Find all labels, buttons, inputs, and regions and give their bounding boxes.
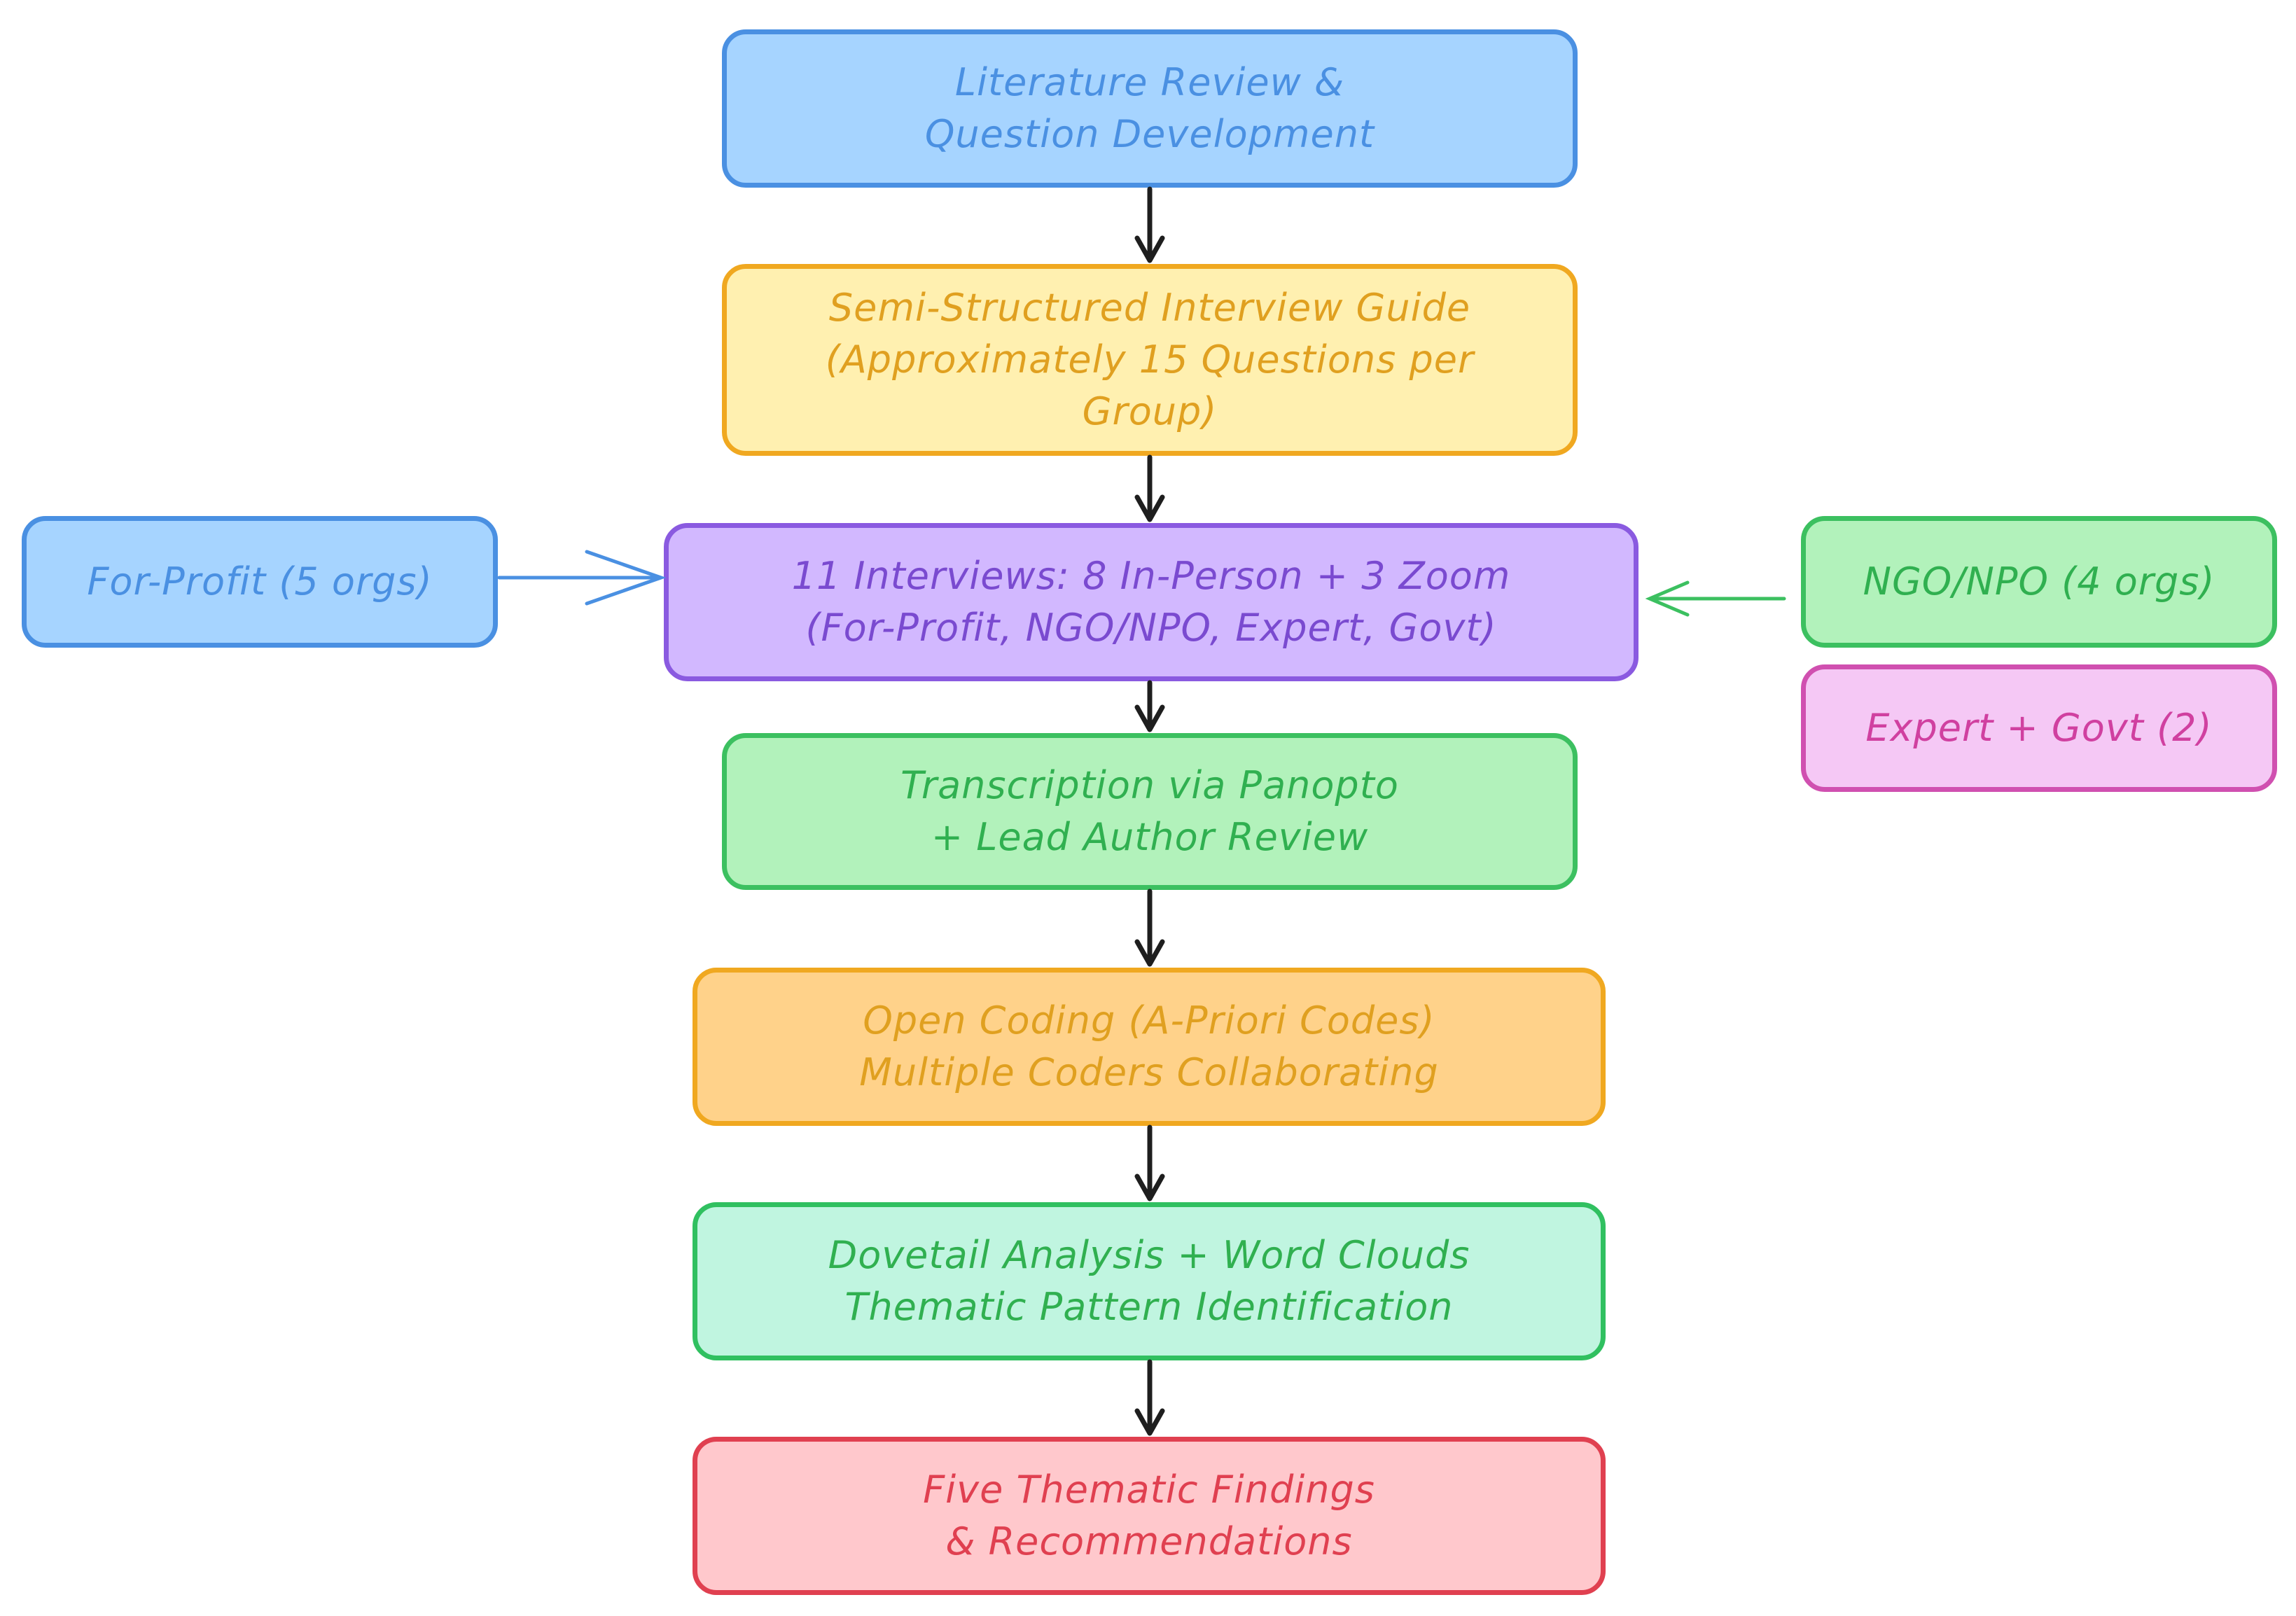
for-profit-node: For-Profit (5 orgs) (22, 516, 498, 648)
arrow-ngo-to-interviews (1645, 580, 1786, 617)
ngo-npo-node: NGO/NPO (4 orgs) (1801, 516, 2277, 648)
arrow-guide-to-interviews (1134, 454, 1165, 522)
arrow-literature-to-guide (1134, 186, 1165, 263)
expert-govt-node: Expert + Govt (2) (1801, 664, 2277, 792)
open-coding-node: Open Coding (A-Priori Codes) Multiple Co… (693, 968, 1606, 1126)
arrow-coding-to-dovetail (1134, 1124, 1165, 1201)
literature-review-node: Literature Review & Question Development (722, 29, 1578, 188)
literature-review-label: Literature Review & Question Development (924, 60, 1375, 156)
ngo-npo-label: NGO/NPO (4 orgs) (1863, 559, 2215, 604)
transcription-node: Transcription via Panopto + Lead Author … (722, 733, 1578, 890)
findings-label: Five Thematic Findings & Recommendations (923, 1468, 1375, 1563)
transcription-label: Transcription via Panopto + Lead Author … (900, 763, 1399, 859)
for-profit-label: For-Profit (5 orgs) (87, 559, 433, 604)
arrow-interviews-to-transcription (1134, 680, 1165, 732)
main-arrows (1134, 186, 1165, 1436)
interview-guide-label: Semi-Structured Interview Guide (Approxi… (825, 286, 1475, 433)
expert-govt-label: Expert + Govt (2) (1865, 706, 2213, 750)
dovetail-analysis-label: Dovetail Analysis + Word Clouds Thematic… (828, 1233, 1470, 1329)
open-coding-label: Open Coding (A-Priori Codes) Multiple Co… (859, 998, 1439, 1094)
arrow-transcription-to-coding (1134, 889, 1165, 967)
dovetail-analysis-node: Dovetail Analysis + Word Clouds Thematic… (693, 1202, 1606, 1360)
interview-guide-node: Semi-Structured Interview Guide (Approxi… (722, 264, 1578, 456)
arrow-for-profit-to-interviews (497, 550, 667, 606)
interviews-label: 11 Interviews: 8 In-Person + 3 Zoom (For… (791, 554, 1511, 650)
interviews-node: 11 Interviews: 8 In-Person + 3 Zoom (For… (664, 523, 1638, 681)
arrow-dovetail-to-findings (1134, 1359, 1165, 1436)
findings-node: Five Thematic Findings & Recommendations (693, 1437, 1606, 1595)
